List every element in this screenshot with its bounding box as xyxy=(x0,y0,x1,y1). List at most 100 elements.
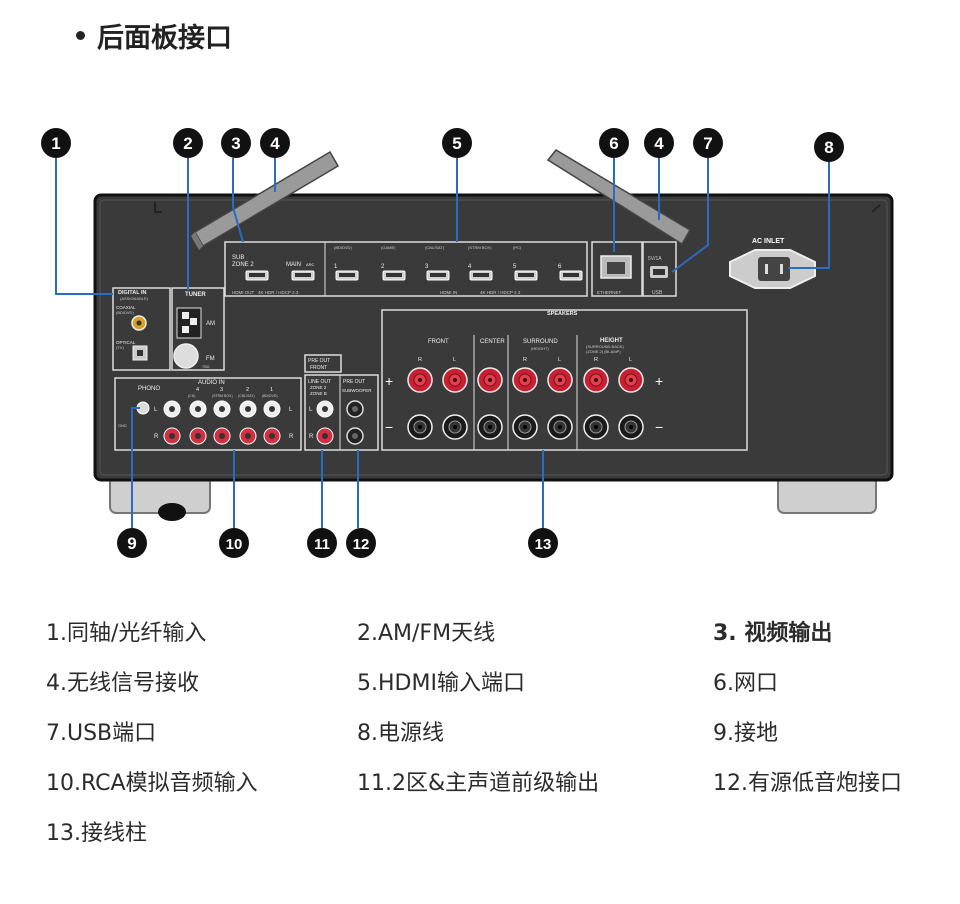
hdmi-in-label: HDMI IN xyxy=(440,290,457,295)
callout-circle xyxy=(307,528,337,558)
hdmi-out-label: HDMI OUT xyxy=(232,290,254,295)
legend-item: 10.RCA模拟音频输入 xyxy=(46,771,258,796)
hdmi-in-ports: 1(BD/DVD)2(GAME)3(CBL/SAT)4(STRM BOX)5(P… xyxy=(334,245,583,281)
callout-number: 1 xyxy=(51,134,60,153)
audio-in-source: (CBL/SAT) xyxy=(238,394,255,398)
hdmi-in-number: 1 xyxy=(334,264,338,270)
speaker-channel-label: R xyxy=(418,357,422,363)
coaxial-label: COAXIAL xyxy=(116,305,136,310)
audio-r-label: R xyxy=(289,434,294,440)
digital-in-sub: (ASSIGNABLE) xyxy=(120,296,149,301)
line-out-block xyxy=(304,374,379,451)
speaker-channel-label: R xyxy=(523,357,527,363)
speakers-block xyxy=(381,309,748,451)
page-title: 后面板接口 xyxy=(97,23,232,54)
leader-lines xyxy=(55,158,830,528)
callout-number: 12 xyxy=(353,536,370,553)
callout-circle xyxy=(221,128,251,158)
hdmi-in-number: 6 xyxy=(558,264,562,270)
callout-number: 7 xyxy=(703,134,712,153)
zone2-label: ZONE 2 xyxy=(232,262,254,268)
legend-item: 11.2区&主声道前级输出 xyxy=(357,771,600,796)
line-out-label: LINE OUT xyxy=(308,379,331,385)
audio-in-jacks xyxy=(163,400,281,445)
callout-circle xyxy=(117,528,147,558)
pre-out-front-label: FRONT xyxy=(310,365,327,371)
legend-item: 8.电源线 xyxy=(357,721,444,746)
hdmi-in-source: (CBL/SAT) xyxy=(425,245,445,250)
main-label: MAIN xyxy=(286,262,301,268)
tuner-block xyxy=(171,287,225,371)
hdmi-in-source: (BD/DVD) xyxy=(334,245,352,250)
callout-circle xyxy=(442,128,472,158)
hdmi-out-ports xyxy=(245,270,315,281)
sp-center-label: CENTER xyxy=(480,339,505,345)
tuner-label: TUNER xyxy=(185,292,206,298)
sub-label: SUB xyxy=(232,255,244,261)
ethernet-block xyxy=(591,241,643,297)
callout-number: 6 xyxy=(609,134,618,153)
legend-item: 2.AM/FM天线 xyxy=(357,621,496,646)
legend-item: 13.接线柱 xyxy=(46,821,147,846)
speaker-channel-label: L xyxy=(453,357,456,363)
callout-number: 4 xyxy=(654,134,664,153)
legend-item: 7.USB端口 xyxy=(46,721,157,746)
callout-circle xyxy=(644,128,674,158)
minus-left: − xyxy=(385,419,393,435)
page-heading: 后面板接口 xyxy=(76,16,232,55)
phono-l-label: L xyxy=(154,407,158,413)
sp-surround-sub: (HEIGHT) xyxy=(531,346,549,351)
hdmi-in-source: (GAME) xyxy=(381,245,396,250)
phono-label: PHONO xyxy=(138,386,160,392)
coaxial-sub: (BD/DVD) xyxy=(116,310,134,315)
ac-inlet-label: AC INLET xyxy=(752,238,785,245)
callout-number: 9 xyxy=(127,534,136,553)
callout-number: 4 xyxy=(270,134,280,153)
legend-item: 6.网口 xyxy=(713,671,778,696)
optical-label: OPTICAL xyxy=(116,340,136,345)
minus-right: − xyxy=(655,419,663,435)
digital-in-label: DIGITAL IN xyxy=(118,290,147,296)
sp-front-label: FRONT xyxy=(428,339,449,345)
phono-r-label: R xyxy=(154,434,159,440)
hdmi-in-number: 3 xyxy=(425,264,429,270)
ground-screw-base xyxy=(158,503,186,521)
left-antenna xyxy=(191,150,340,250)
usb-rating: 5V/1A xyxy=(648,256,662,262)
pre-out-label-2: PRE OUT xyxy=(343,379,365,385)
speaker-channel-label: L xyxy=(629,357,632,363)
chassis xyxy=(93,193,894,482)
speaker-channel-label: R xyxy=(594,357,598,363)
callout-circle xyxy=(528,528,558,558)
digital-in-block xyxy=(112,287,171,371)
zone-b-label: ZONE B xyxy=(310,391,327,396)
callout-circle xyxy=(814,132,844,162)
legend-item: 12.有源低音炮接口 xyxy=(713,771,902,796)
subwoofer-label: SUBWOOFER xyxy=(342,388,372,393)
audio-in-source: (BD/DVD) xyxy=(262,394,278,398)
callout-circle xyxy=(260,128,290,158)
legend-item: 9.接地 xyxy=(713,721,778,746)
sp-height-sub: (SURROUND BACK) xyxy=(586,344,624,349)
sp-height-sub2: (ZONE 2) (BI-AMP) xyxy=(586,349,621,354)
audio-in-source: (STRM BOX) xyxy=(212,394,233,398)
legend-item: 1.同轴/光纤输入 xyxy=(46,621,207,646)
am-label: AM xyxy=(206,321,215,327)
callout-circle xyxy=(346,528,376,558)
bullet-dot xyxy=(76,31,85,40)
legend-item: 4.无线信号接收 xyxy=(46,671,199,696)
callout-circle xyxy=(693,128,723,158)
right-antenna xyxy=(546,149,692,246)
fm-sub: 75Ω xyxy=(202,364,209,369)
arc-label: ARC xyxy=(306,262,315,267)
callout-number: 3 xyxy=(231,134,240,153)
callout-number: 10 xyxy=(226,536,243,553)
callout-circle xyxy=(599,128,629,158)
speaker-posts xyxy=(407,367,644,440)
audio-in-number: 2 xyxy=(246,387,249,393)
sp-surround-label: SURROUND xyxy=(523,339,558,345)
hdmi-out-spec: 4K HDR / HDCP 2.3 xyxy=(258,290,299,295)
legend-item: 3. 视频输出 xyxy=(713,621,833,646)
gnd-label: GND xyxy=(118,423,127,428)
callout-number: 5 xyxy=(452,134,461,153)
